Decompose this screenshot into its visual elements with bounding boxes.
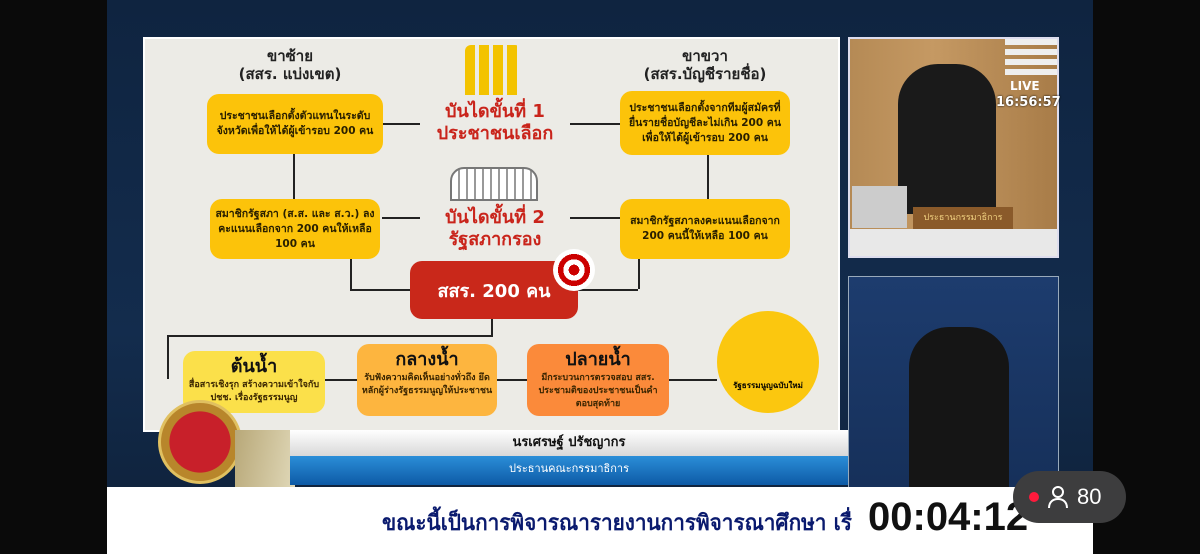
constitution-badge: รัฐธรรมนูญฉบับใหม่ [717, 311, 819, 413]
news-ticker: ขณะนี้เป็นการพิจารณารายงานการพิจารณาศึกษ… [107, 487, 1093, 554]
ticker-text: ขณะนี้เป็นการพิจารณารายงานการพิจารณาศึกษ… [382, 511, 852, 536]
right-step1-box: ประชาชนเลือกตั้งจากทีมผู้สมัครที่ยื่นราย… [620, 91, 790, 155]
presentation-slide: ขาซ้าย(สสร. แบ่งเขต) ขาขวา(สสร.บัญชีรายช… [143, 37, 840, 432]
stage-midstream: กลางน้ำรับฟังความคิดเห็นอย่างทั่วถึง ยึด… [357, 344, 497, 416]
parliament-seal-logo [158, 400, 242, 484]
laptop-icon [852, 186, 907, 228]
speaker-name: นรเศรษฐ์ ปรัชญากร [290, 430, 848, 456]
live-clock: 16:56:57 [996, 95, 1061, 110]
speaker [898, 64, 996, 214]
viewer-count-badge[interactable]: 80 [1013, 471, 1126, 523]
viewer-count: 80 [1077, 484, 1102, 509]
target-icon [553, 249, 595, 291]
speaker-camera: LIVE 16:56:57 ประธานกรรมาธิการ [848, 37, 1061, 258]
stage-downstream: ปลายน้ำมีกระบวนการตรวจสอบ สสร. ประชามติข… [527, 344, 669, 416]
left-step2-box: สมาชิกรัฐสภา (ส.ส. และ ส.ว.) ลงคะแนนเลือ… [210, 199, 380, 259]
nameplate: ประธานกรรมาธิการ [913, 207, 1013, 229]
channel-logo-icon [1005, 39, 1057, 77]
left-header: ขาซ้าย(สสร. แบ่งเขต) [238, 47, 342, 83]
people-icon [465, 45, 521, 95]
parliament-icon [450, 167, 538, 201]
person-icon [1048, 486, 1068, 509]
goal-box: สสร. 200 คน [410, 261, 578, 319]
left-step1-box: ประชาชนเลือกตั้งตัวแทนในระดับจังหวัดเพื่… [207, 94, 383, 154]
session-timer: 00:04:12 [862, 495, 1035, 540]
live-dot-icon [1029, 492, 1039, 502]
right-step2-box: สมาชิกรัฐสภาลงคะแนนเลือกจาก 200 คนนี้ให้… [620, 199, 790, 259]
live-label: LIVE [1010, 79, 1040, 93]
speaker-position: ประธานคณะกรรมาธิการ [290, 456, 848, 485]
sign-language-interpreter [848, 276, 1059, 488]
right-header: ขาขวา(สสร.บัญชีรายชื่อ) [643, 47, 767, 83]
